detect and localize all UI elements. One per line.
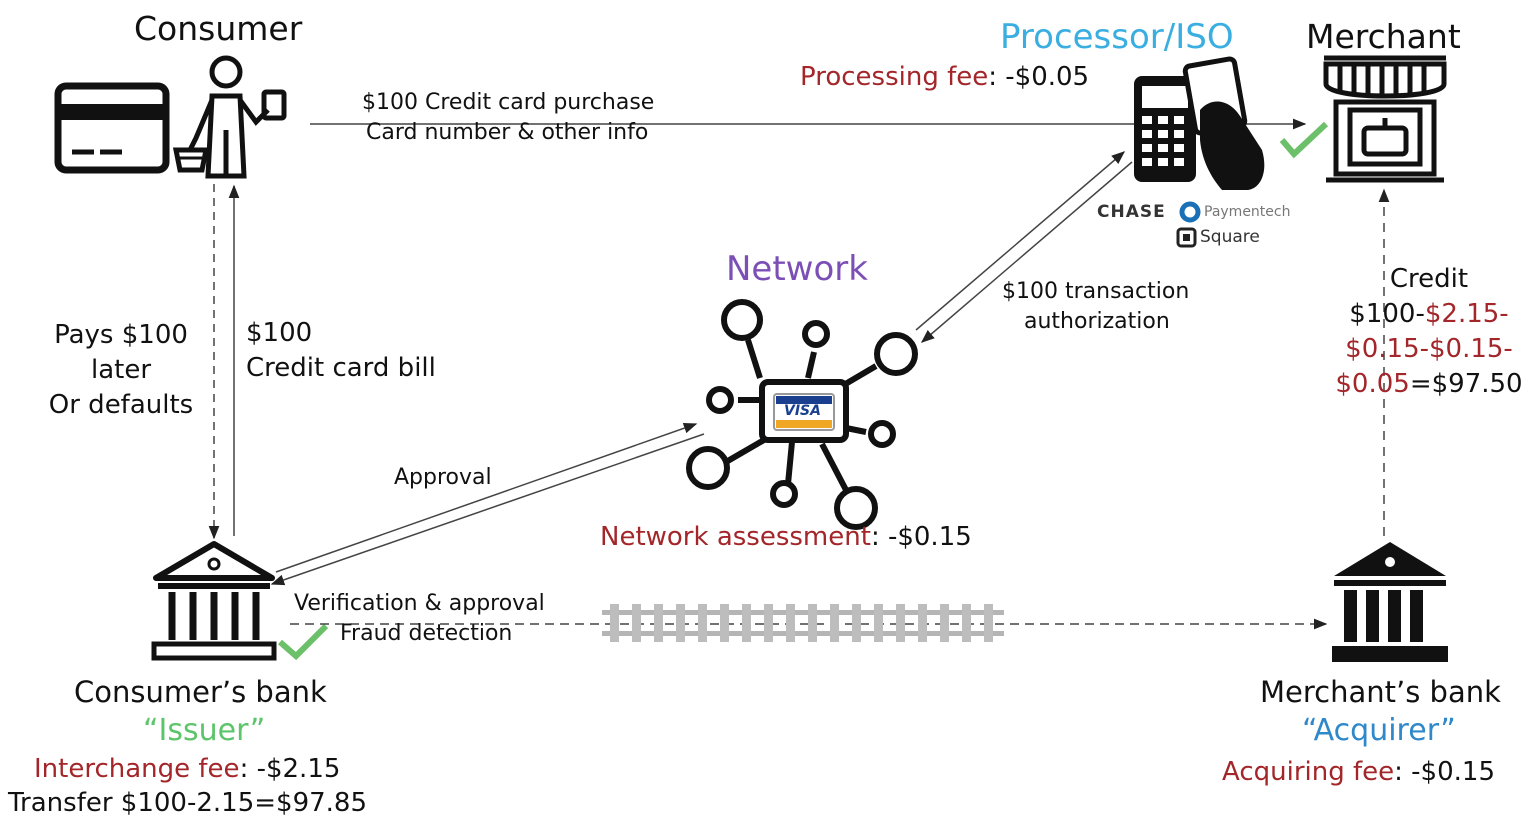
rail-tie bbox=[698, 604, 707, 642]
approval-label: Approval bbox=[394, 465, 492, 490]
acquiring-fee-label: Acquiring fee bbox=[1222, 757, 1395, 787]
auth-label-2: authorization bbox=[1024, 309, 1170, 334]
interchange-fee: Interchange fee: -$2.15 bbox=[34, 756, 340, 782]
rail-tie bbox=[896, 604, 905, 642]
credit-label: Credit $100-$2.15- $0.15-$0.15- $0.05=$9… bbox=[1322, 262, 1536, 402]
acquirer-bank-icon bbox=[1332, 542, 1448, 662]
rail-tie bbox=[984, 604, 993, 642]
rail-tie bbox=[918, 604, 927, 642]
rail-tie bbox=[786, 604, 795, 642]
auth-arrow-up bbox=[915, 151, 1126, 331]
rail-tie bbox=[720, 604, 729, 642]
bill-label-1: $100 bbox=[246, 318, 313, 348]
square-logo-icon bbox=[1176, 227, 1197, 248]
shopper-icon bbox=[172, 55, 287, 179]
rail-tie bbox=[940, 604, 949, 642]
rail-tie bbox=[764, 604, 773, 642]
pays-label: Pays $100 later Or defaults bbox=[40, 318, 202, 423]
issuer-role: “Issuer” bbox=[143, 713, 266, 748]
credit-line-1-fee: $2.15- bbox=[1424, 299, 1509, 329]
issuer-bank-icon bbox=[151, 541, 277, 661]
rail-tie bbox=[808, 604, 817, 642]
visa-card-band-bottom bbox=[776, 420, 832, 428]
acquiring-fee-value: : -$0.15 bbox=[1394, 757, 1495, 787]
acquiring-fee: Acquiring fee: -$0.15 bbox=[1222, 759, 1495, 785]
rail-tie bbox=[830, 604, 839, 642]
credit-line-2: $0.15-$0.15- bbox=[1345, 334, 1513, 364]
bill-label: $100 Credit card bill bbox=[246, 316, 436, 386]
network-fee-label: Network assessment bbox=[600, 522, 871, 552]
auth-arrow-down bbox=[920, 161, 1133, 343]
verify-label-2: Fraud detection bbox=[340, 621, 513, 646]
pays-label-2: later bbox=[90, 355, 152, 385]
chase-logo-text: CHASE bbox=[1097, 202, 1166, 222]
rail-track-icon bbox=[602, 604, 1004, 642]
credit-line-3: $0.05=$97.50 bbox=[1322, 367, 1536, 402]
rail-tie bbox=[676, 604, 685, 642]
network-title: Network bbox=[726, 249, 868, 289]
processor-fee: Processing fee: -$0.05 bbox=[800, 64, 1089, 90]
processor-title: Processor/ISO bbox=[1000, 17, 1234, 57]
merchant-title: Merchant bbox=[1306, 17, 1461, 56]
purchase-label-1: $100 Credit card purchase bbox=[362, 90, 655, 115]
processor-fee-label: Processing fee bbox=[800, 62, 989, 92]
network-fee: Network assessment: -$0.15 bbox=[600, 524, 972, 550]
credit-title: Credit bbox=[1389, 264, 1469, 294]
check-icon-issuer bbox=[278, 623, 329, 661]
storefront-icon bbox=[1323, 55, 1447, 183]
consumer-title: Consumer bbox=[134, 9, 303, 48]
rail-tie bbox=[610, 604, 619, 642]
paymentech-logo-text: Paymentech bbox=[1204, 204, 1291, 220]
purchase-label-2: Card number & other info bbox=[366, 120, 649, 145]
bill-label-2: Credit card bill bbox=[246, 353, 436, 383]
credit-line-3-total: =$97.50 bbox=[1409, 369, 1523, 399]
processor-fee-value: : -$0.05 bbox=[988, 62, 1090, 92]
credit-card-icon bbox=[54, 82, 170, 174]
consumer-bank-title: Consumer’s bank bbox=[74, 675, 327, 709]
auth-label-1: $100 transaction bbox=[1002, 279, 1190, 304]
rail-tie bbox=[654, 604, 663, 642]
rail-tie bbox=[962, 604, 971, 642]
pos-terminal-icon bbox=[1134, 56, 1265, 190]
interchange-fee-label: Interchange fee bbox=[34, 754, 240, 784]
rail-tie bbox=[852, 604, 861, 642]
square-logo-inner bbox=[1183, 234, 1190, 241]
visa-card-band-top bbox=[776, 396, 832, 404]
rail-tie bbox=[632, 604, 641, 642]
network-fee-value: : -$0.15 bbox=[870, 522, 972, 552]
verify-label-1: Verification & approval bbox=[294, 591, 545, 616]
rail-tie bbox=[874, 604, 883, 642]
interchange-fee-value: : -$2.15 bbox=[239, 754, 341, 784]
credit-line-1-base: $100- bbox=[1349, 299, 1425, 329]
pays-label-3: Or defaults bbox=[48, 390, 194, 420]
check-icon-merchant bbox=[1279, 121, 1329, 159]
acquirer-role: “Acquirer” bbox=[1302, 713, 1456, 748]
approval-arrow-down bbox=[270, 433, 705, 586]
rail-tie bbox=[742, 604, 751, 642]
square-logo-text: Square bbox=[1200, 227, 1260, 247]
merchant-bank-title: Merchant’s bank bbox=[1260, 675, 1501, 709]
chase-logo-icon bbox=[1179, 201, 1201, 223]
visa-brand-text: VISA bbox=[784, 403, 821, 419]
credit-line-3-fee: $0.05 bbox=[1335, 369, 1410, 399]
approval-arrow-up bbox=[275, 422, 698, 573]
pays-label-1: Pays $100 bbox=[54, 320, 188, 350]
credit-line-1: $100-$2.15- bbox=[1322, 297, 1536, 332]
transfer-label: Transfer $100-2.15=$97.85 bbox=[8, 788, 368, 818]
